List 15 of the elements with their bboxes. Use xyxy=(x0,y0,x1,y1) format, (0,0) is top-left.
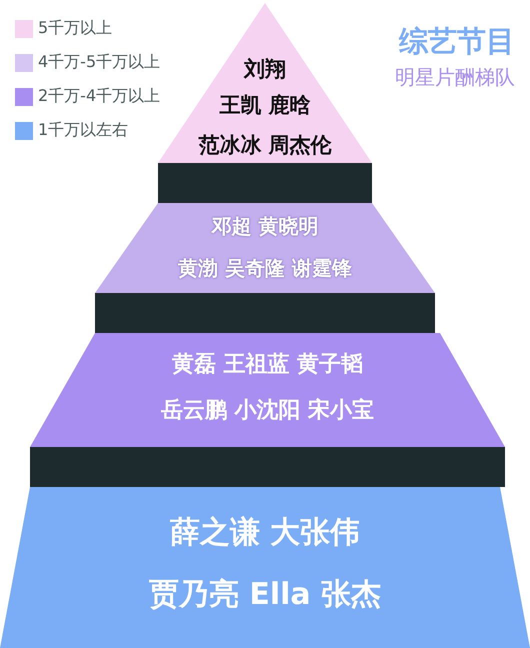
legend-text: 5千万以上 xyxy=(38,18,112,39)
name-text: 黄磊 王祖蓝 黄子韬 xyxy=(172,351,364,379)
legend-text: 2千万-4千万以上 xyxy=(38,86,160,107)
name-text: 薛之谦 大张伟 xyxy=(170,514,360,552)
name-text: 岳云鹏 小沈阳 宋小宝 xyxy=(160,396,374,425)
name-text: 王凯 鹿晗 xyxy=(219,92,311,119)
subtitle-text: 明星片酬梯队 xyxy=(395,64,515,91)
name-text: 范冰冰 周杰伦 xyxy=(198,132,332,159)
legend-text: 1千万以左右 xyxy=(38,120,128,141)
name-text: 邓超 黄晓明 xyxy=(212,213,318,240)
name-text: 贾乃亮 Ella 张杰 xyxy=(148,576,382,614)
name-text: 刘翔 xyxy=(244,56,286,83)
legend-text: 4千万-5千万以上 xyxy=(38,52,160,73)
title-text: 综艺节目 xyxy=(399,23,515,60)
name-text: 黄渤 吴奇隆 谢霆锋 xyxy=(178,255,352,282)
